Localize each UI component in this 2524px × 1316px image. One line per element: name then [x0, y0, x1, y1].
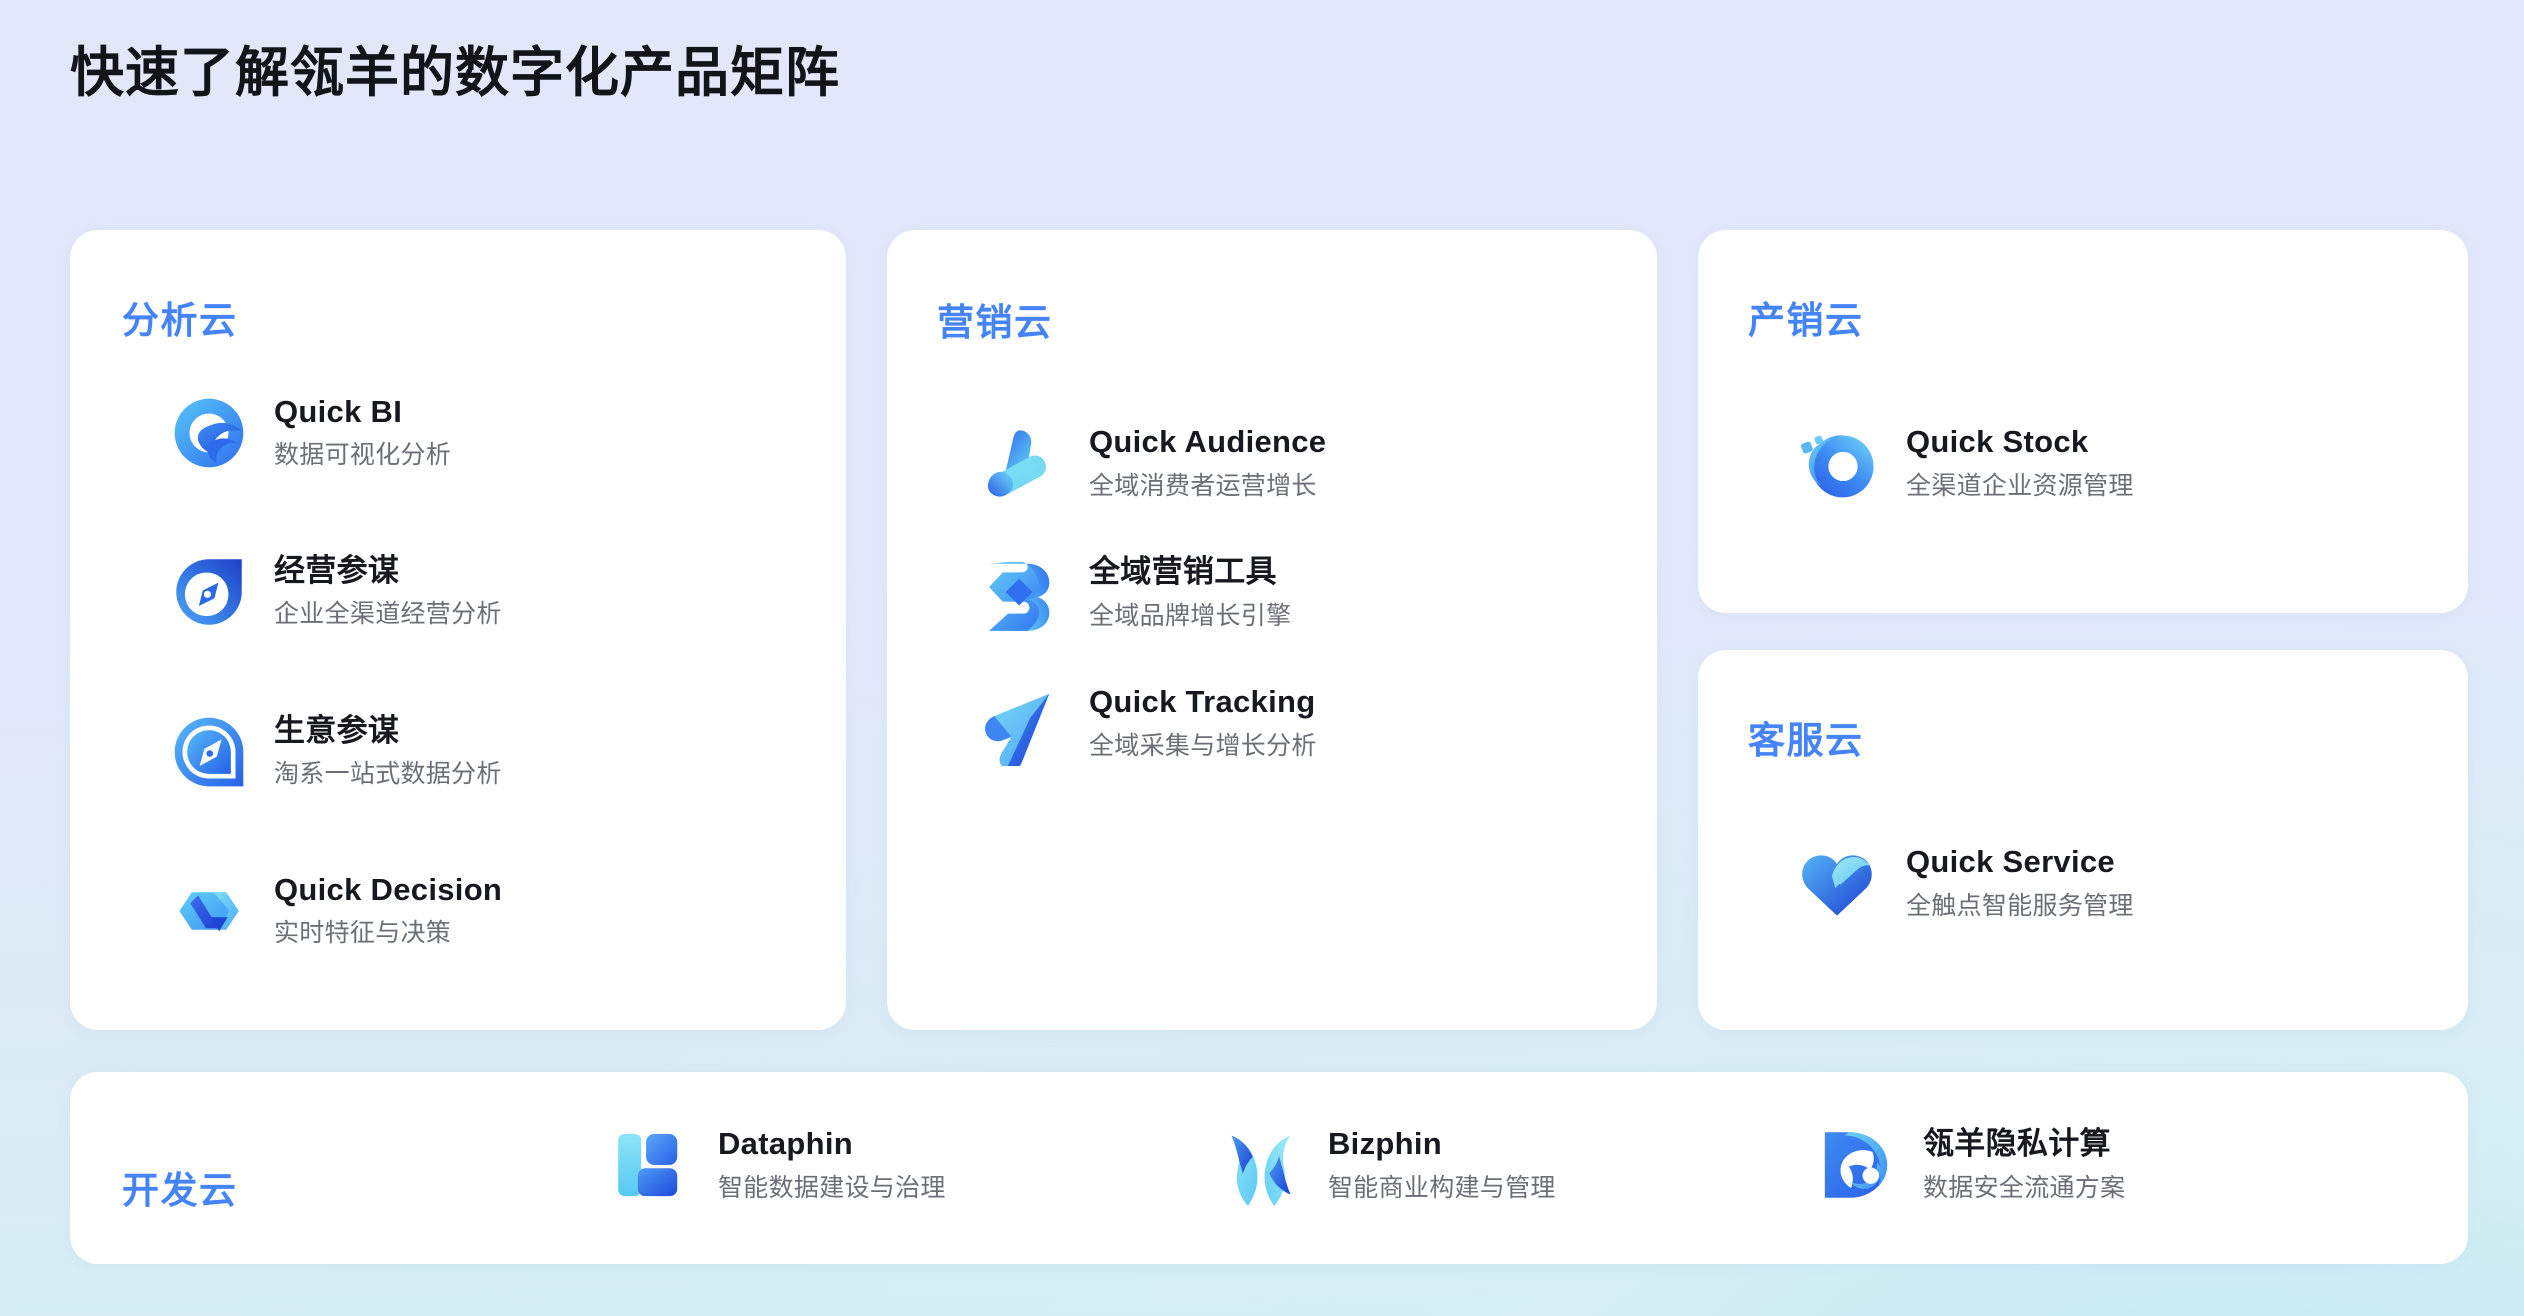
- product-desc: 全域品牌增长引擎: [1089, 601, 1292, 630]
- product-desc: 数据安全流通方案: [1923, 1173, 2126, 1202]
- product-name: Quick Audience: [1089, 424, 1327, 460]
- product-item-privacy-compute[interactable]: 瓴羊隐私计算 数据安全流通方案: [1815, 1124, 2125, 1206]
- product-item-quick-stock[interactable]: Quick Stock 全渠道企业资源管理: [1794, 420, 2134, 506]
- product-item-quick-decision[interactable]: Quick Decision 实时特征与决策: [170, 870, 502, 952]
- product-item-bizphin[interactable]: Bizphin 智能商业构建与管理: [1220, 1124, 1556, 1206]
- product-item-shengyi-canmou[interactable]: 生意参谋 淘系一站式数据分析: [170, 711, 502, 793]
- quick-audience-icon: [977, 420, 1063, 506]
- quanyu-marketing-icon: [977, 550, 1063, 636]
- bizphin-icon: [1220, 1124, 1302, 1206]
- product-item-quick-service[interactable]: Quick Service 全触点智能服务管理: [1794, 840, 2134, 926]
- quick-bi-icon: [170, 394, 248, 472]
- dataphin-icon: [610, 1124, 692, 1206]
- card-dev-cloud: 开发云 Dataphi: [70, 1072, 2468, 1264]
- product-item-quanyu-marketing[interactable]: 全域营销工具 全域品牌增长引擎: [977, 550, 1291, 636]
- product-desc: 智能商业构建与管理: [1328, 1173, 1556, 1202]
- product-name: 瓴羊隐私计算: [1923, 1126, 2111, 1162]
- product-name: Dataphin: [718, 1126, 854, 1162]
- quick-service-icon: [1794, 840, 1880, 926]
- cloud-title-analysis: 分析云: [122, 300, 238, 341]
- card-analysis-cloud: 分析云 Quick BI 数据可视化分析: [70, 230, 846, 1030]
- product-desc: 淘系一站式数据分析: [274, 760, 502, 789]
- product-item-quick-tracking[interactable]: Quick Tracking 全域采集与增长分析: [977, 680, 1317, 766]
- product-item-quick-bi[interactable]: Quick BI 数据可视化分析: [170, 392, 451, 474]
- product-name: 生意参谋: [274, 713, 400, 748]
- card-supply-cloud: 产销云 Quick Stock 全渠道企业资源管理: [1698, 230, 2468, 613]
- product-name: Bizphin: [1328, 1126, 1443, 1162]
- product-name: Quick Tracking: [1089, 684, 1316, 720]
- card-service-cloud: 客服云 Quick Service 全触点智能服务管理: [1698, 650, 2468, 1030]
- page-title: 快速了解瓴羊的数字化产品矩阵: [70, 43, 840, 103]
- cloud-title-dev: 开发云: [122, 1170, 238, 1211]
- product-desc: 智能数据建设与治理: [718, 1173, 946, 1202]
- product-desc: 数据可视化分析: [274, 441, 452, 470]
- quick-decision-icon: [170, 872, 248, 950]
- product-desc: 企业全渠道经营分析: [274, 600, 502, 629]
- product-name: Quick Service: [1906, 844, 2115, 880]
- product-desc: 全触点智能服务管理: [1906, 891, 2134, 920]
- product-name: Quick Stock: [1906, 424, 2089, 460]
- shengyi-canmou-icon: [170, 713, 248, 791]
- product-item-jingying-canmou[interactable]: 经营参谋 企业全渠道经营分析: [170, 551, 502, 633]
- product-name: 经营参谋: [274, 553, 400, 588]
- product-desc: 全域采集与增长分析: [1089, 731, 1317, 760]
- privacy-compute-icon: [1815, 1124, 1897, 1206]
- product-item-dataphin[interactable]: Dataphin 智能数据建设与治理: [610, 1124, 946, 1206]
- quick-stock-icon: [1794, 420, 1880, 506]
- product-name: Quick Decision: [274, 872, 503, 907]
- product-name: Quick BI: [274, 394, 403, 429]
- cloud-title-supply: 产销云: [1748, 300, 1864, 341]
- cloud-title-marketing: 营销云: [937, 302, 1053, 343]
- product-name: 全域营销工具: [1089, 554, 1277, 590]
- jingying-canmou-icon: [170, 553, 248, 631]
- product-item-quick-audience[interactable]: Quick Audience 全域消费者运营增长: [977, 420, 1326, 506]
- product-desc: 实时特征与决策: [274, 919, 452, 948]
- product-desc: 全渠道企业资源管理: [1906, 471, 2134, 500]
- cloud-title-service: 客服云: [1748, 720, 1864, 761]
- quick-tracking-icon: [977, 680, 1063, 766]
- product-desc: 全域消费者运营增长: [1089, 471, 1317, 500]
- card-marketing-cloud: 营销云 Quick A: [887, 230, 1657, 1030]
